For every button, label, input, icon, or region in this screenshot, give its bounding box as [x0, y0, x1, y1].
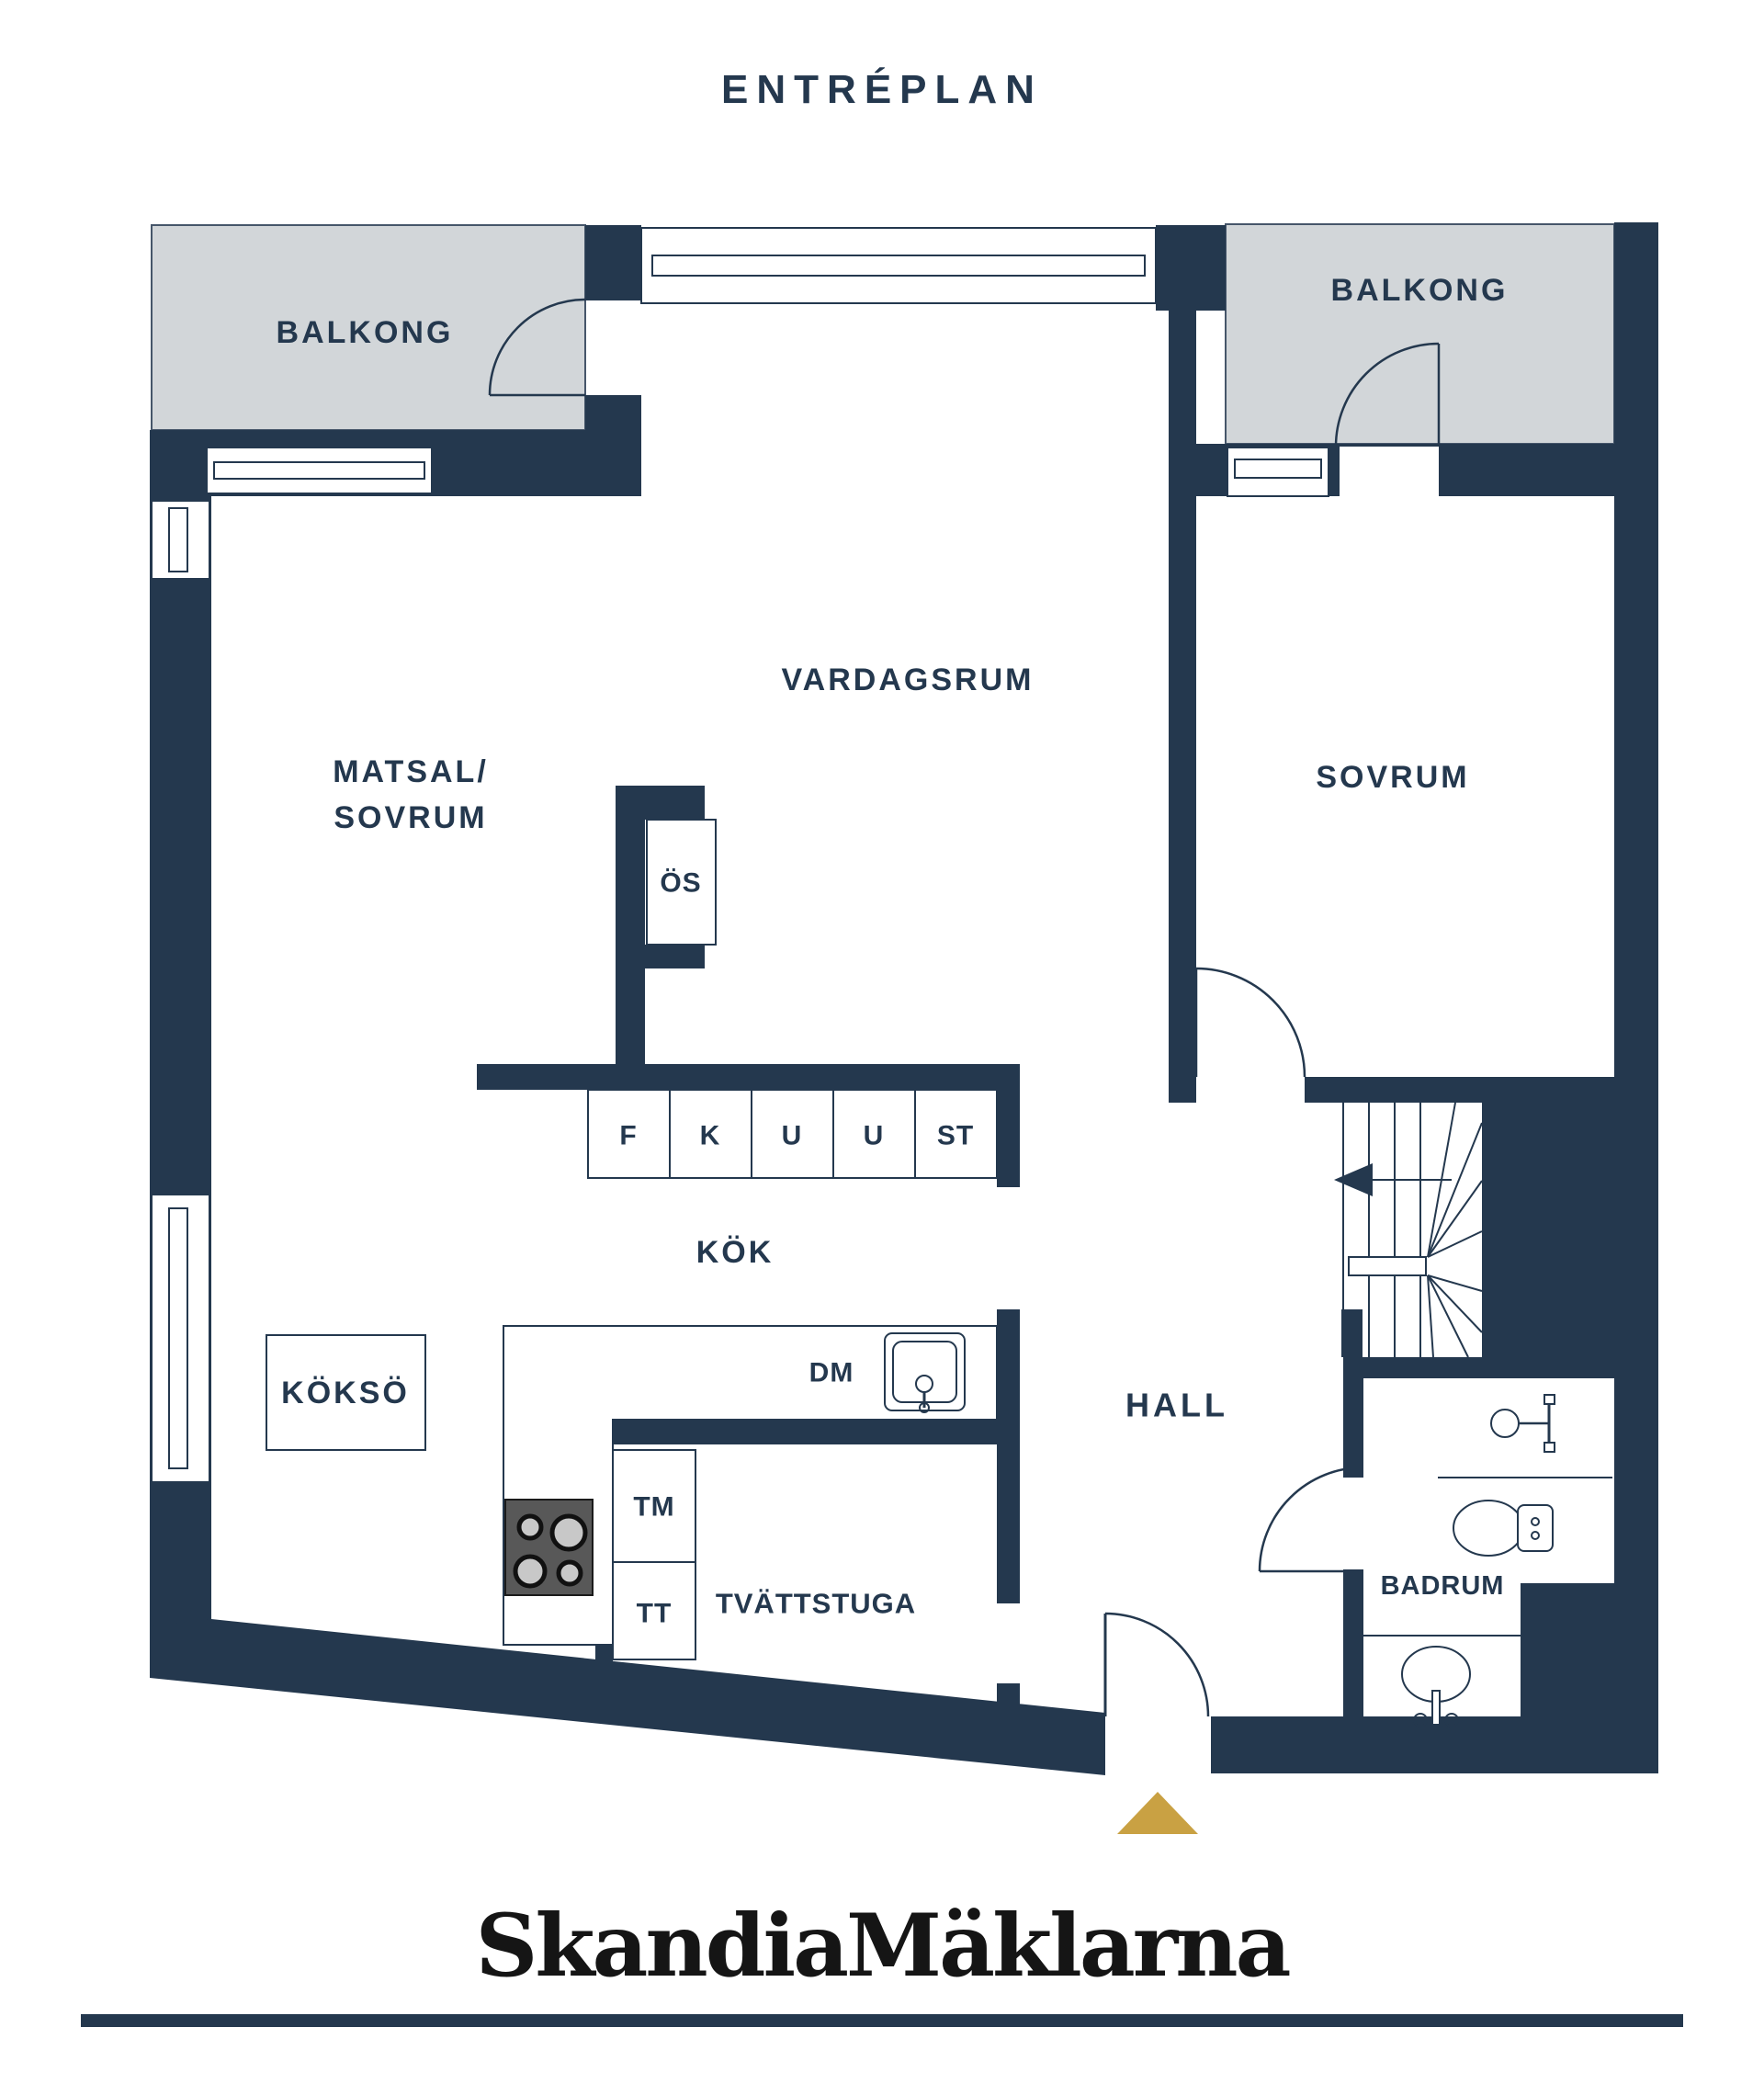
brand-logo: SkandiaMäklarna [475, 1896, 1289, 1997]
label-cabinet-k: K [700, 1121, 721, 1151]
wall-bathroom-top [1343, 1357, 1614, 1378]
wall-stair-left-stub [1341, 1309, 1363, 1357]
label-dining-line2: SOVRUM [334, 800, 487, 835]
label-cabinet-u1: U [782, 1121, 803, 1151]
stair-handrail [1348, 1256, 1427, 1276]
label-fireplace: ÖS [660, 868, 701, 899]
tumble-dryer-box [612, 1561, 696, 1660]
label-bathroom: BADRUM [1381, 1571, 1505, 1601]
wall-pier-left-balcony [585, 225, 641, 300]
label-balcony-left: BALKONG [277, 315, 454, 350]
wall-kitchen-hall-lower [997, 1309, 1020, 1603]
wall-right-of-stairs [1482, 1103, 1658, 1357]
windows [151, 227, 1439, 1483]
label-cabinet-u2: U [864, 1121, 885, 1151]
left-balcony-door [488, 298, 586, 397]
bathroom-fixtures [1363, 1394, 1612, 1727]
kitchen-island-box [266, 1334, 426, 1451]
staircase [1334, 1102, 1483, 1358]
footer-rule [81, 2014, 1683, 2027]
wall-fireplace-spine [616, 786, 645, 1090]
bathroom-door [1258, 1466, 1364, 1573]
right-balcony-door [1334, 342, 1441, 447]
shower-mixer-icon [1490, 1394, 1555, 1453]
wall-bathroom-shaft [1521, 1583, 1614, 1723]
wall-bathroom-left-lower [1343, 1569, 1363, 1723]
page-title: ENTRÉPLAN [721, 66, 1043, 112]
window-under-left-balcony [206, 447, 433, 494]
kitchen-fixtures [266, 819, 998, 1660]
label-dishwasher: DM [809, 1358, 854, 1388]
kitchen-sink-icon [884, 1332, 966, 1413]
toilet-icon [1453, 1500, 1554, 1557]
wall-bedroom-bottom [1305, 1077, 1614, 1103]
wall-kitchen-top [477, 1064, 1020, 1090]
wall-pier-right-of-window [1156, 225, 1226, 311]
wall-laundry-door-stub [997, 1683, 1020, 1723]
stove-icon [504, 1499, 594, 1596]
wall-bathroom-left-upper [1343, 1378, 1363, 1478]
doors [488, 298, 1441, 1717]
label-cabinet-f: F [619, 1121, 637, 1151]
label-hall: HALL [1125, 1387, 1228, 1424]
entrance-arrow-icon [1117, 1792, 1198, 1834]
wall-fireplace-stub-top [645, 786, 705, 820]
right-balcony-door-opening [1340, 447, 1439, 496]
label-living-room: VARDAGSRUM [782, 663, 1035, 697]
label-kitchen: KÖK [696, 1235, 775, 1270]
label-cabinet-st: ST [937, 1121, 974, 1151]
label-balcony-right: BALKONG [1331, 273, 1509, 308]
wall-bottom-right [1211, 1716, 1658, 1773]
label-washing-machine: TM [633, 1492, 674, 1523]
label-bedroom: SOVRUM [1316, 760, 1469, 795]
upper-cabinet-row [587, 1089, 998, 1179]
window-top-living [640, 227, 1157, 304]
wall-bottom-diagonal [150, 1619, 1105, 1775]
label-laundry: TVÄTTSTUGA [716, 1588, 916, 1620]
window-left-wall-bottom [151, 1194, 210, 1483]
wall-below-left-balcony-door [585, 395, 641, 496]
bedroom-door [1194, 967, 1306, 1078]
wall-right-outer [1614, 222, 1658, 1773]
wall-bedroom-left [1169, 311, 1196, 1103]
balcony-right [1225, 223, 1615, 445]
fireplace-box [646, 819, 717, 946]
window-left-wall-top [151, 500, 210, 580]
bathroom-sink-icon [1401, 1646, 1471, 1727]
label-tumble-dryer: TT [637, 1599, 673, 1629]
wall-kitchen-hall-upper [997, 1064, 1020, 1187]
wall-laundry-top [595, 1420, 1020, 1444]
label-kitchen-island: KÖKSÖ [281, 1376, 410, 1410]
kitchen-counter [503, 1325, 998, 1646]
washing-machine-box [612, 1449, 696, 1563]
wall-fireplace-stub-bottom [645, 945, 705, 968]
label-dining-line1: MATSAL/ [333, 754, 489, 789]
window-under-right-balcony [1227, 447, 1329, 497]
stair-direction-arrow-icon [1334, 1163, 1452, 1196]
entrance-door [1103, 1612, 1210, 1717]
